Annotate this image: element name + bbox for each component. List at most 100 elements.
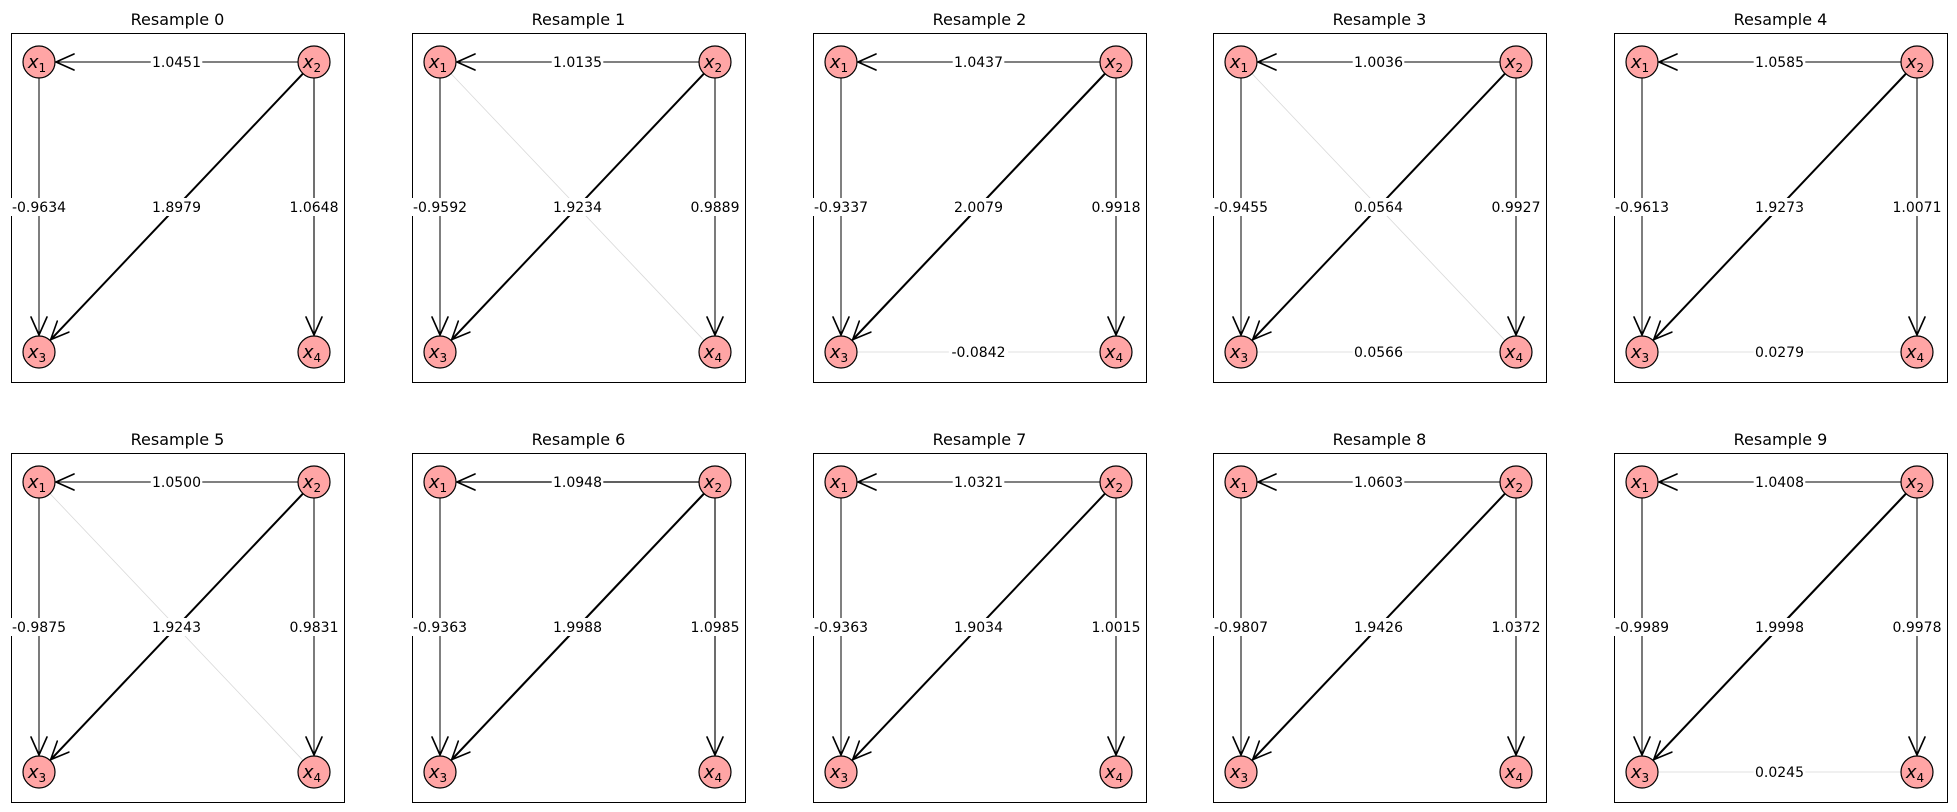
- node-letter: x: [1229, 762, 1241, 783]
- edge-label-x2-x1: 1.0603: [1354, 475, 1403, 491]
- node-circle: [824, 45, 858, 79]
- edge-label-x2-x1: 1.0585: [1755, 55, 1804, 71]
- node-circle: [1099, 465, 1133, 499]
- edge-label-x2-x4: 0.9889: [691, 200, 740, 216]
- edge-label-x2-x4: 1.0071: [1893, 200, 1942, 216]
- node-label: x1: [829, 472, 848, 495]
- edge-label-x2-x1: 1.0408: [1755, 475, 1804, 491]
- edge-label-bg: [1490, 618, 1542, 636]
- edge-label-x2-x3: 1.9426: [1354, 620, 1403, 636]
- node-label: x1: [1630, 52, 1649, 75]
- node-subscript: 3: [1642, 351, 1650, 365]
- node-circle: [423, 755, 457, 789]
- node-circle: [22, 755, 56, 789]
- edge-label-x2-x3: 1.9234: [553, 200, 602, 216]
- node-label: x1: [428, 52, 447, 75]
- node-circle: [824, 755, 858, 789]
- node-subscript: 4: [1516, 771, 1524, 785]
- node-letter: x: [703, 472, 715, 493]
- node-label: x3: [27, 762, 46, 785]
- edge-label-bg: [689, 198, 741, 216]
- edge-label-x2-x3: 1.9273: [1755, 200, 1804, 216]
- edge-label-x1-x3: -0.9592: [413, 200, 467, 216]
- node-x2: x2: [1099, 45, 1133, 79]
- edge-label-bg: [1090, 618, 1142, 636]
- edge-label-bg: [952, 618, 1005, 636]
- edge-label-bg: [150, 618, 203, 636]
- panel-resample-9: Resample 90.02450.9978-0.99891.04081.999…: [1612, 430, 1948, 803]
- node-x2: x2: [1499, 465, 1533, 499]
- node-x3: x3: [1625, 335, 1659, 369]
- node-letter: x: [302, 342, 314, 363]
- edge-label-bg: [1352, 473, 1405, 491]
- edge-label-x1-x3: -0.9613: [1615, 200, 1669, 216]
- node-x1: x1: [1625, 465, 1659, 499]
- edge-label-bg: [9, 618, 69, 636]
- edge-label-x1-x3: -0.9807: [1214, 620, 1268, 636]
- node-circle: [1499, 465, 1533, 499]
- node-label: x1: [428, 472, 447, 495]
- edge-label-x3-x4: 0.0566: [1354, 345, 1403, 361]
- edge-label-x1-x3: -0.9363: [814, 620, 868, 636]
- node-circle: [698, 465, 732, 499]
- node-circle: [1900, 465, 1934, 499]
- node-letter: x: [1104, 342, 1116, 363]
- edge-label-bg: [288, 618, 340, 636]
- node-circle: [1625, 335, 1659, 369]
- edge-label-bg: [1211, 618, 1271, 636]
- node-subscript: 3: [841, 771, 849, 785]
- panel-title: Resample 2: [933, 10, 1027, 29]
- node-letter: x: [829, 52, 841, 73]
- edge-label-bg: [1753, 343, 1806, 361]
- panel-title: Resample 5: [131, 430, 225, 449]
- node-letter: x: [27, 472, 39, 493]
- node-subscript: 2: [715, 61, 723, 75]
- node-x1: x1: [423, 45, 457, 79]
- node-subscript: 4: [1917, 771, 1925, 785]
- node-x1: x1: [22, 45, 56, 79]
- node-circle: [297, 45, 331, 79]
- node-circle: [423, 465, 457, 499]
- node-label: x3: [1630, 762, 1649, 785]
- edge-label-x2-x4: 0.9831: [290, 620, 339, 636]
- node-x4: x4: [1099, 755, 1133, 789]
- edge-label-bg: [9, 198, 69, 216]
- node-letter: x: [1229, 342, 1241, 363]
- node-letter: x: [1905, 342, 1917, 363]
- edge-label-bg: [150, 53, 203, 71]
- node-circle: [1099, 335, 1133, 369]
- edge-label-bg: [1753, 763, 1806, 781]
- node-subscript: 1: [1642, 61, 1650, 75]
- node-label: x1: [1630, 472, 1649, 495]
- node-label: x2: [1504, 52, 1523, 75]
- edge-label-bg: [689, 618, 741, 636]
- edge-label-bg: [952, 473, 1005, 491]
- edge-label-bg: [1753, 53, 1806, 71]
- panel-title: Resample 4: [1734, 10, 1828, 29]
- node-subscript: 4: [715, 771, 723, 785]
- edge-label-x2-x1: 1.0036: [1354, 55, 1403, 71]
- node-label: x3: [1630, 342, 1649, 365]
- node-letter: x: [703, 52, 715, 73]
- node-x4: x4: [1900, 335, 1934, 369]
- node-circle: [698, 335, 732, 369]
- node-subscript: 4: [1917, 351, 1925, 365]
- node-subscript: 1: [1241, 61, 1249, 75]
- node-letter: x: [1104, 52, 1116, 73]
- node-label: x3: [1229, 342, 1248, 365]
- node-letter: x: [1504, 472, 1516, 493]
- node-letter: x: [1504, 52, 1516, 73]
- node-label: x3: [428, 762, 447, 785]
- node-label: x2: [1104, 52, 1123, 75]
- edge-label-x1-x3: -0.9875: [12, 620, 66, 636]
- node-letter: x: [27, 52, 39, 73]
- node-x3: x3: [22, 755, 56, 789]
